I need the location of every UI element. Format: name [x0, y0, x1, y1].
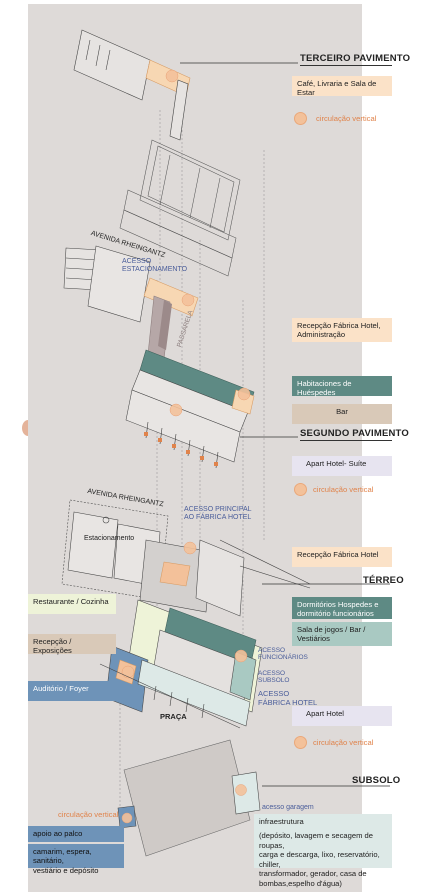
legend-recepcao-adm: Recepção Fábrica Hotel, Administração — [292, 318, 392, 342]
legend-camarim: camarim, espera, sanitário, vestiário e … — [28, 844, 124, 875]
legend-habitaciones: Habitaciones de Huéspedes — [292, 376, 392, 397]
label-acesso-subsolo: ACESSO SUBSOLO — [258, 670, 290, 685]
legend-infraestrutura: infraestrutura (depósito, lavagem e seca… — [254, 814, 392, 888]
label-praca: PRAÇA — [160, 712, 187, 721]
circulation-icon — [294, 483, 307, 496]
third-floor-plan — [73, 29, 191, 141]
legend-circulation-2: circulação vertical — [313, 485, 374, 494]
edge-marker — [22, 420, 28, 436]
heading-basement: SUBSOLO — [352, 775, 401, 786]
legend-recepcao: Recepção Fábrica Hotel — [292, 547, 392, 567]
legend-sala-jogos: Sala de jogos / Bar / Vestiários — [292, 622, 392, 646]
legend-circulation-1: circulação vertical — [316, 114, 377, 123]
legend-bar: Bar — [292, 404, 392, 424]
legend-apart-suite: Apart Hotel- Suíte — [292, 456, 392, 476]
legend-dormitorios: Dormitórios Hospedes e dormitório funcio… — [292, 597, 392, 619]
label-acesso-fabrica-hotel: ACESSO FÁBRICA HOTEL — [258, 689, 318, 707]
legend-recepcao-exposicoes: Recepção / Exposições — [28, 634, 116, 655]
label-acesso-estacionamento: ACESSO ESTACIONAMENTO — [122, 258, 188, 274]
label-acesso-funcionarios: ACESSO FUNCIONÁRIOS — [258, 647, 308, 662]
legend-restaurante: Restaurante / Cozinha — [28, 594, 116, 614]
label-acesso-principal: ACESSO PRINCIPAL AO FÁBRICA HOTEL — [184, 506, 252, 522]
rule-third — [300, 65, 392, 66]
heading-second-floor: SEGUNDO PAVIMENTO — [300, 428, 409, 439]
ground-floor-plan — [61, 499, 263, 727]
heading-third-floor: TERCEIRO PAVIMENTO — [300, 53, 411, 64]
plan-circulation-markers — [121, 69, 251, 824]
legend-circulation-4: circulação vertical — [58, 810, 119, 819]
legend-apoio-palco: apoio ao palco — [28, 826, 124, 842]
legend-circulation-3: circulação vertical — [313, 738, 374, 747]
rule-second — [300, 440, 392, 441]
legend-apart-hotel: Apart Hotel — [292, 706, 392, 726]
legend-auditorio: Auditório / Foyer — [28, 681, 116, 701]
heading-leaders — [180, 62, 390, 787]
circulation-icon — [294, 736, 307, 749]
circulation-icon — [294, 112, 307, 125]
roof-plan — [119, 139, 241, 277]
label-acesso-garagem: acesso garagem — [262, 804, 314, 811]
basement-plan — [117, 739, 261, 857]
legend-cafe: Café, Livraria e Sala de Estar — [292, 76, 392, 97]
heading-ground-floor: TÉRREO — [363, 575, 404, 586]
second-floor-plan — [63, 245, 255, 469]
label-estacionamento: Estacionamento — [84, 535, 135, 542]
